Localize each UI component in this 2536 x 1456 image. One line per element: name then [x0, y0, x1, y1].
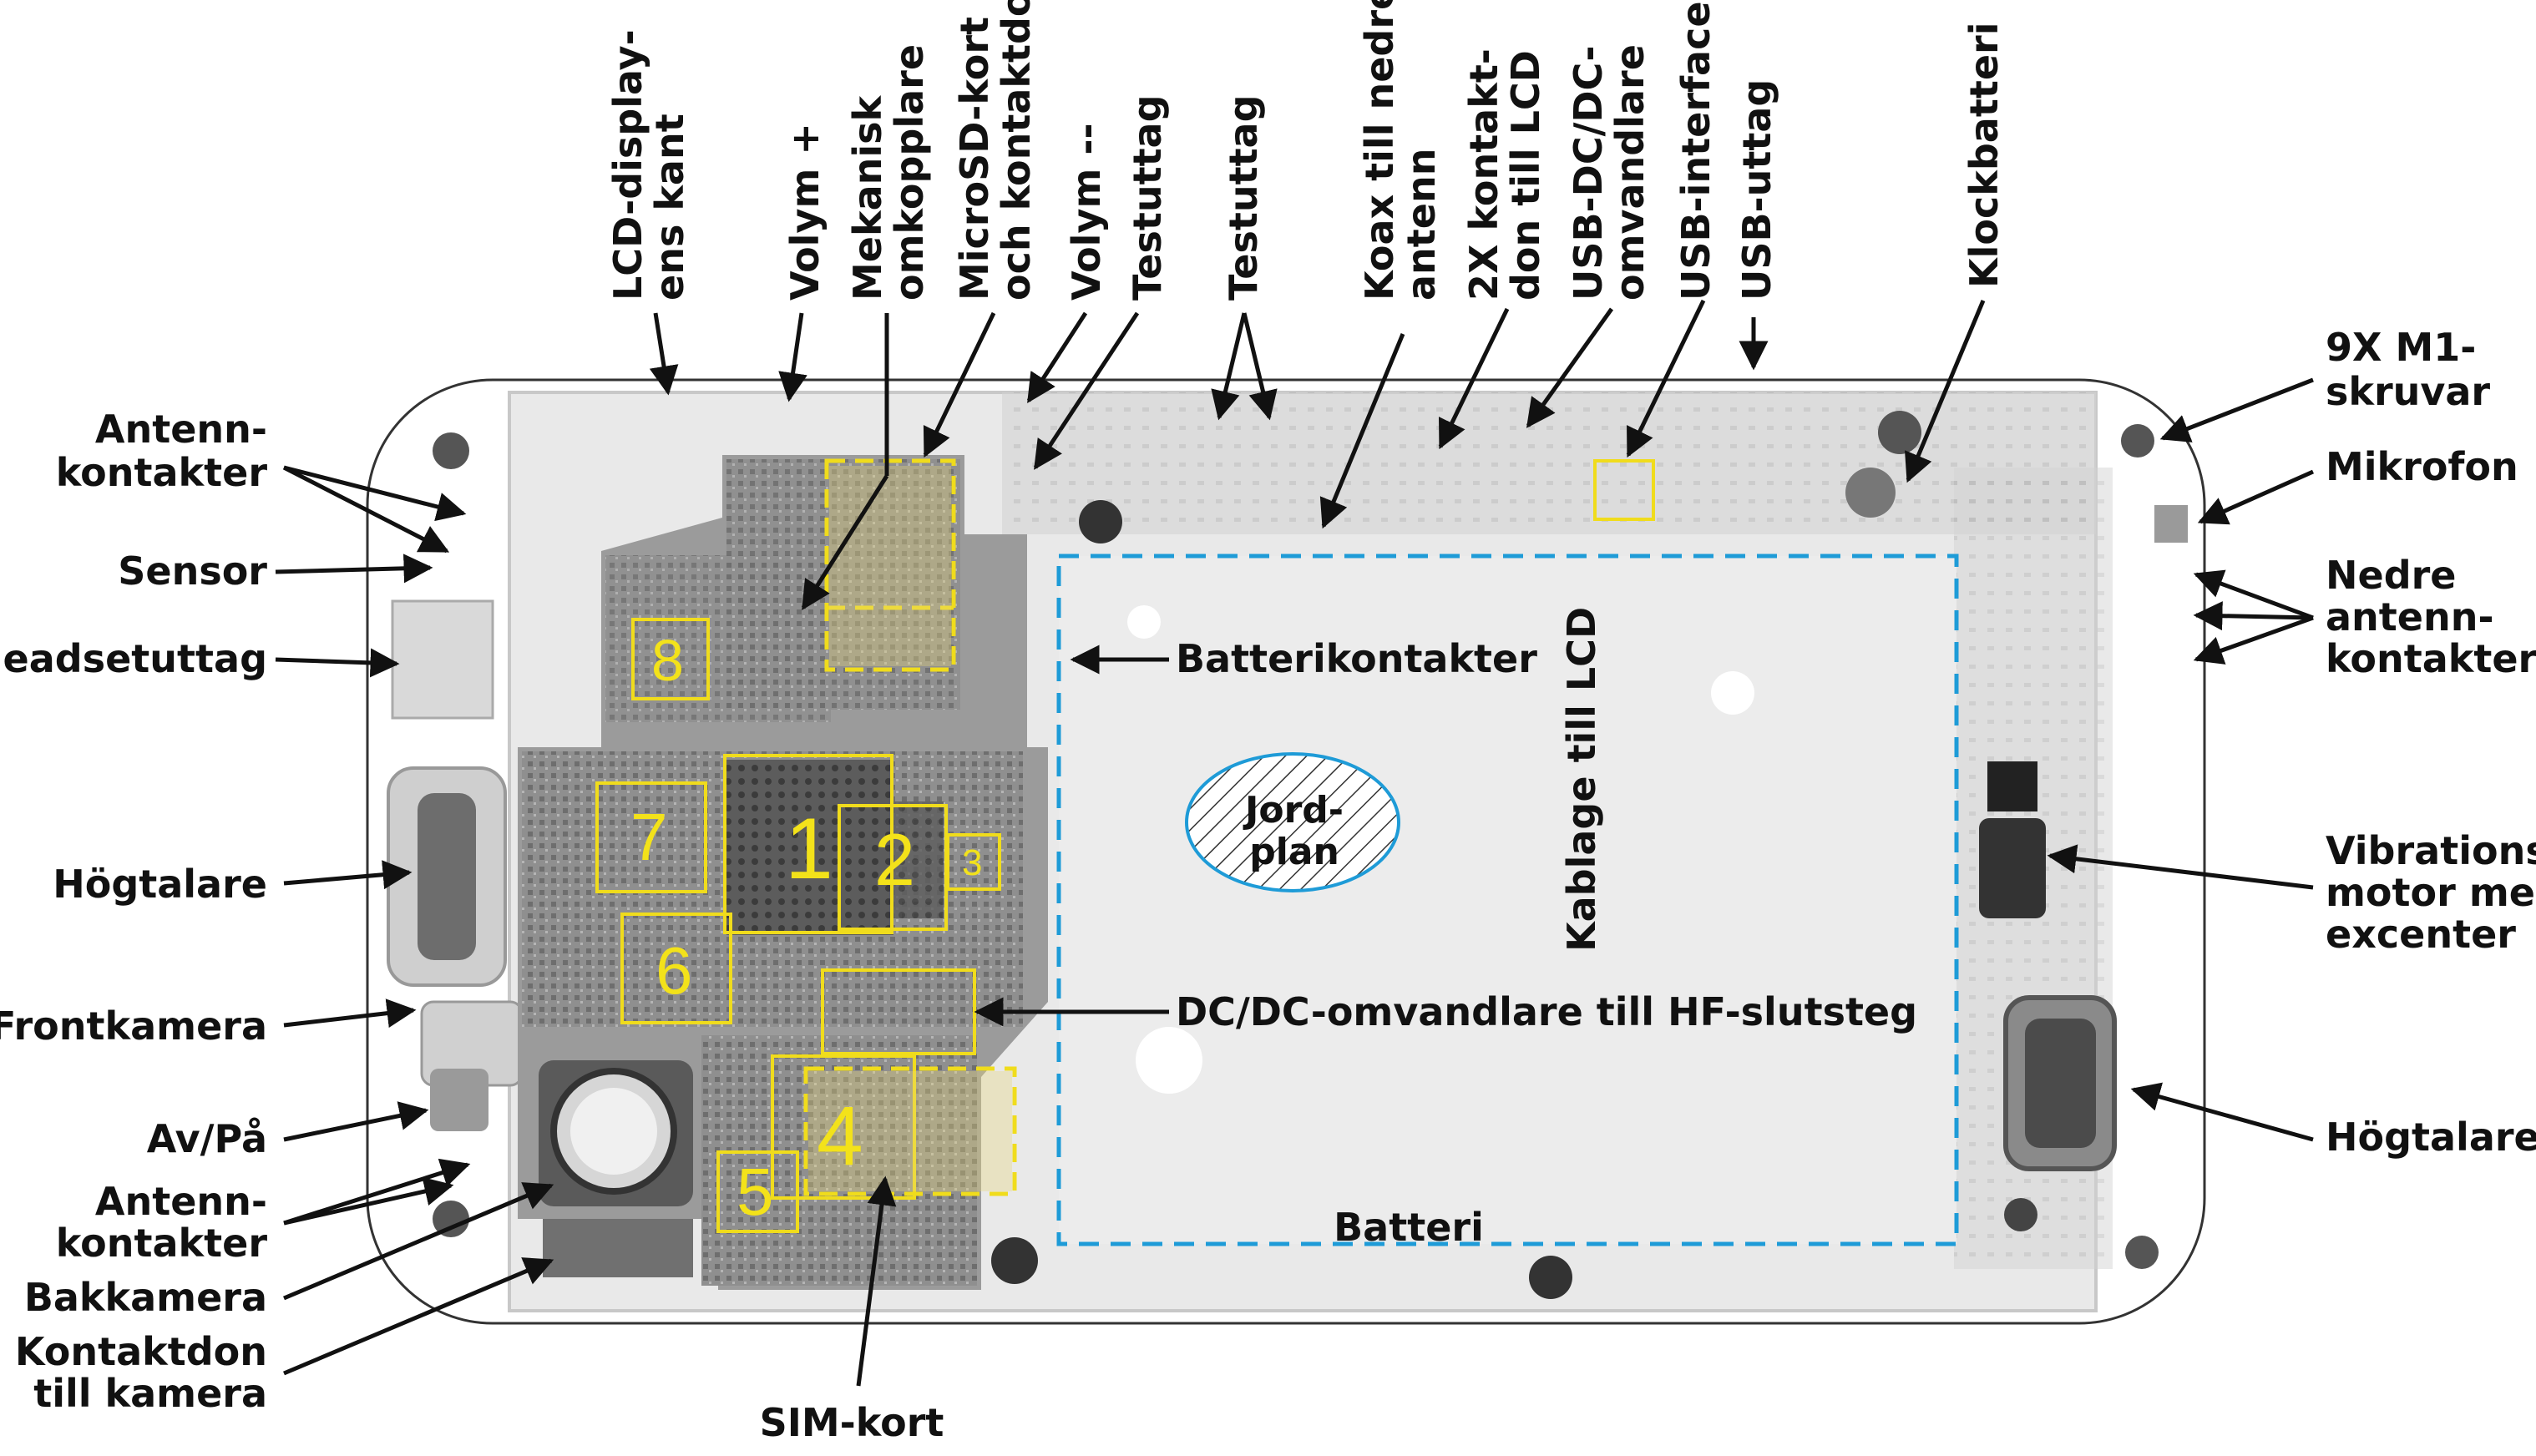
label-avpa: Av/På — [147, 1116, 267, 1161]
label-simkort: SIM-kort — [760, 1400, 944, 1445]
label-usb-dcdc-2: omvandlare — [1607, 44, 1653, 301]
label-antenn-bottom-2: kontakter — [56, 1221, 268, 1266]
battery-label: Batteri — [1334, 1205, 1484, 1250]
center-labels: Batterikontakter DC/DC-omvandlare till H… — [760, 636, 1917, 1445]
label-testuttag-2: Testuttag — [1221, 94, 1266, 301]
label-testuttag-1: Testuttag — [1125, 94, 1170, 301]
chip-number-5: 5 — [737, 1155, 774, 1229]
label-batterikontakter: Batterikontakter — [1176, 636, 1537, 681]
label-koax-2: antenn — [1399, 149, 1444, 301]
label-bakkamera: Bakkamera — [24, 1275, 267, 1320]
label-kontaktdon-2: till kamera — [33, 1371, 267, 1416]
chip-highlights: 1 2 3 4 5 6 7 8 — [595, 458, 1655, 1233]
label-vibration-3: excenter — [2326, 912, 2516, 957]
screws — [433, 411, 2159, 1299]
chip-number-2: 2 — [874, 818, 915, 901]
label-kontaktdon-lcd-1: 2X kontakt- — [1461, 48, 1506, 301]
label-koax-1: Koax till nedre — [1357, 0, 1402, 301]
jordplan-label-line2: plan — [1249, 831, 1339, 873]
chip-number-7: 7 — [630, 800, 668, 874]
label-nedre-antenn-1: Nedre — [2326, 553, 2457, 598]
label-microsd-1: MicroSD-kort — [952, 17, 997, 301]
jordplan-label-line1: Jord- — [1243, 789, 1344, 832]
label-mekanisk-1: Mekanisk — [845, 94, 890, 301]
label-frontkamera: Frontkamera — [0, 1004, 267, 1049]
label-dcdc-hf: DC/DC-omvandlare till HF-slutsteg — [1176, 989, 1917, 1034]
top-labels: LCD-display- ens kant Volym + Mekanisk o… — [605, 0, 2007, 301]
label-mekanisk-2: omkopplare — [887, 44, 932, 301]
chip-number-1: 1 — [785, 801, 833, 897]
right-labels: 9X M1- skruvar Mikrofon Nedre antenn- ko… — [2326, 325, 2536, 1160]
label-microsd-2: och kontaktdon — [994, 0, 1039, 301]
chip-number-4: 4 — [817, 1089, 863, 1183]
chip-number-6: 6 — [656, 933, 693, 1008]
label-kontaktdon-lcd-2: don till LCD — [1503, 50, 1548, 301]
jordplan-ellipse — [1185, 752, 1400, 892]
label-mikrofon: Mikrofon — [2326, 444, 2518, 489]
label-antenn-bottom-1: Antenn- — [95, 1179, 267, 1224]
chip-number-8: 8 — [651, 628, 684, 693]
label-klockbatteri: Klockbatteri — [1961, 23, 2007, 288]
label-lcd-edge-1: LCD-display- — [605, 29, 650, 301]
label-antenn-top-1: Antenn- — [95, 407, 267, 452]
label-sensor: Sensor — [118, 549, 267, 594]
pointer-arrows — [275, 299, 2315, 1387]
label-headset: Headsetuttag — [0, 636, 267, 681]
label-usb-interface: USB-interface — [1673, 1, 1719, 301]
label-nedre-antenn-2: antenn- — [2326, 594, 2494, 640]
chip-number-3: 3 — [962, 842, 982, 883]
battery-area: Jord- plan Batteri Kablage till LCD — [1056, 554, 1959, 1250]
label-skruvar-2: skruvar — [2326, 369, 2490, 414]
label-nedre-antenn-3: kontakter — [2326, 636, 2536, 681]
label-usb-dcdc-1: USB-DC/DC- — [1566, 46, 1611, 301]
right-components — [1979, 505, 2188, 1171]
label-kontaktdon-1: Kontaktdon — [15, 1329, 267, 1374]
label-vibration-2: motor med — [2326, 870, 2536, 915]
label-volym-minus: Volym -- — [1064, 123, 1109, 301]
label-antenn-top-2: kontakter — [56, 450, 268, 495]
label-lcd-edge-2: ens kant — [647, 114, 692, 301]
label-hogtalare-right: Högtalare — [2326, 1115, 2536, 1160]
label-vibration-1: Vibrations- — [2326, 828, 2536, 873]
label-hogtalare-left: Högtalare — [53, 862, 267, 907]
left-labels: Antenn- kontakter Sensor Headsetuttag Hö… — [0, 407, 267, 1416]
label-skruvar-1: 9X M1- — [2326, 325, 2476, 370]
label-usb-uttag: USB-uttag — [1734, 79, 1779, 301]
kablage-label: Kablage till LCD — [1559, 607, 1604, 952]
label-volym-plus: Volym + — [782, 123, 828, 301]
